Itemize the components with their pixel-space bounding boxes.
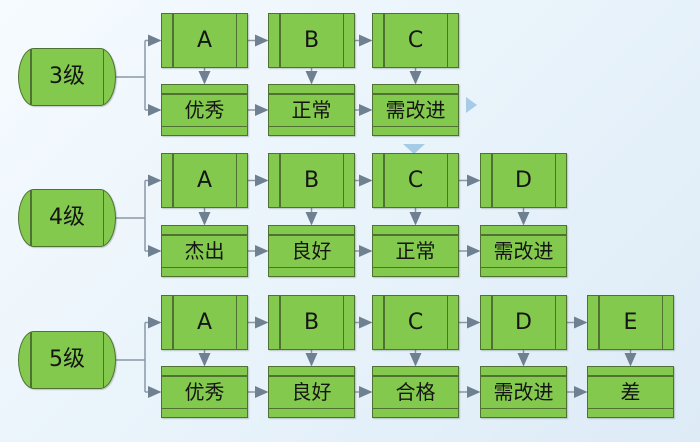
rating-box-label: 良好: [291, 380, 332, 404]
rating-box-label: 优秀: [184, 380, 225, 404]
grade-box: C: [372, 153, 459, 208]
rating-box: 优秀: [161, 84, 248, 136]
rating-box-label: 合格: [395, 380, 436, 404]
grade-box: C: [372, 13, 459, 68]
rating-box: 合格: [372, 366, 459, 418]
rating-box: 良好: [268, 225, 355, 277]
grade-box: E: [587, 295, 674, 350]
level-cylinder-label: 5级: [49, 347, 85, 372]
grade-box: B: [268, 13, 355, 68]
grade-box-label: D: [515, 167, 532, 193]
level-cylinder-label: 3级: [49, 64, 85, 89]
grade-box: A: [161, 295, 248, 350]
rating-box-label: 正常: [291, 98, 332, 122]
rating-box-label: 正常: [395, 239, 436, 263]
grade-box-label: C: [407, 27, 424, 53]
nav-arrow-down-icon[interactable]: [403, 144, 425, 154]
level-cylinder: 3级: [18, 48, 116, 106]
rating-box-label: 良好: [291, 239, 332, 263]
grade-box: D: [480, 153, 567, 208]
rating-box-label: 差: [620, 380, 641, 404]
rating-box-label: 需改进: [385, 98, 446, 122]
rating-box: 优秀: [161, 366, 248, 418]
level-cylinder: 5级: [18, 331, 116, 389]
grade-box-label: E: [623, 309, 638, 335]
rating-box-label: 杰出: [184, 239, 225, 263]
grade-box: B: [268, 295, 355, 350]
level-cylinder-label: 4级: [49, 205, 85, 230]
grade-box-label: A: [196, 309, 213, 335]
grade-box: C: [372, 295, 459, 350]
rating-box: 正常: [268, 84, 355, 136]
grade-box-label: C: [407, 309, 424, 335]
nav-arrow-right-icon[interactable]: [466, 97, 477, 113]
grade-box: D: [480, 295, 567, 350]
rating-box: 正常: [372, 225, 459, 277]
grade-box-label: B: [303, 27, 320, 53]
rating-box: 需改进: [480, 225, 567, 277]
rating-box-label: 优秀: [184, 98, 225, 122]
grade-box: A: [161, 13, 248, 68]
grade-box-label: D: [515, 309, 532, 335]
grade-box-label: C: [407, 167, 424, 193]
rating-box: 杰出: [161, 225, 248, 277]
grade-box-label: A: [196, 27, 213, 53]
grade-box: A: [161, 153, 248, 208]
grade-box-label: B: [303, 167, 320, 193]
rating-box: 良好: [268, 366, 355, 418]
rating-box: 差: [587, 366, 674, 418]
rating-box-label: 需改进: [493, 380, 554, 404]
grade-box-label: B: [303, 309, 320, 335]
rating-box-label: 需改进: [493, 239, 554, 263]
rating-box: 需改进: [480, 366, 567, 418]
rating-box: 需改进: [372, 84, 459, 136]
grade-box-label: A: [196, 167, 213, 193]
level-cylinder: 4级: [18, 189, 116, 247]
grade-box: B: [268, 153, 355, 208]
